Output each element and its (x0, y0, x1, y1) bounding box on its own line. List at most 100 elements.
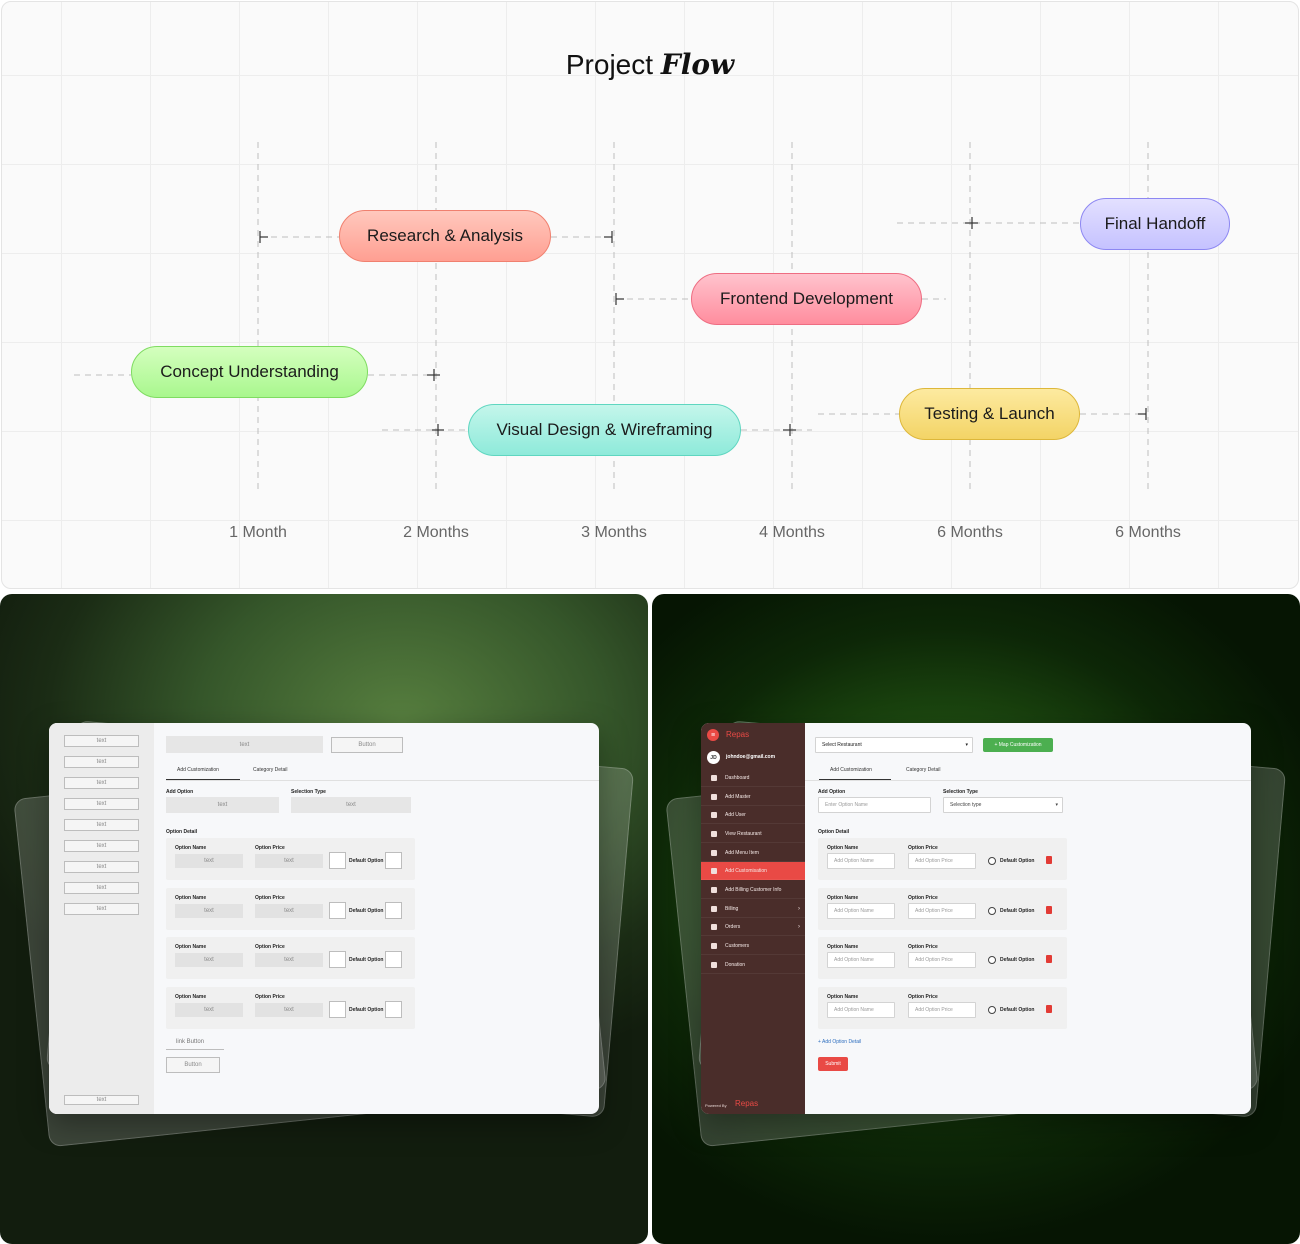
wf-nav-item[interactable]: text (64, 819, 139, 831)
wf-submit-button[interactable]: Button (166, 1057, 220, 1073)
wireframe-sidebar: text text text text text text text text … (49, 723, 154, 1114)
wf-label-selection-type: Selection Type (291, 789, 326, 795)
select-restaurant[interactable]: Select Restaurant ▾ (815, 737, 973, 753)
sidebar-item-orders[interactable]: Orders› (701, 918, 805, 936)
sidebar-item-donation[interactable]: Donation (701, 956, 805, 974)
wf-button[interactable]: Button (331, 737, 403, 753)
wf-delete-box[interactable] (385, 1001, 402, 1018)
submit-button[interactable]: Submit (818, 1057, 848, 1071)
wf-nav-item[interactable]: text (64, 777, 139, 789)
wf-checkbox[interactable] (329, 852, 346, 869)
add-option-input[interactable]: Enter Option Name (818, 797, 931, 813)
option-name-input[interactable]: Add Option Name (827, 1002, 895, 1018)
wf-checkbox[interactable] (329, 951, 346, 968)
label-option-price: Option Price (908, 845, 938, 851)
trash-icon[interactable] (1046, 856, 1052, 864)
user-add-icon (711, 811, 717, 818)
wf-delete-box[interactable] (385, 902, 402, 919)
wf-checkbox[interactable] (329, 902, 346, 919)
sidebar-item-label: Orders (725, 923, 741, 930)
tab-indicator (819, 779, 891, 780)
sidebar-item-billing[interactable]: Billing› (701, 900, 805, 918)
sidebar-item-add-customisation[interactable]: Add Customisation (701, 862, 805, 880)
wf-option-price-input[interactable]: text (255, 854, 323, 868)
sidebar-item-label: Donation (725, 961, 746, 968)
sidebar-item-view-restaurant[interactable]: View Restaurant (701, 825, 805, 843)
option-name-input[interactable]: Add Option Name (827, 903, 895, 919)
phase-testing: Testing & Launch (899, 388, 1080, 440)
selection-type-value: Selection type (950, 802, 982, 808)
wf-selection-type[interactable]: text (291, 797, 411, 813)
tab-add-customization[interactable]: Add Customization (830, 767, 872, 773)
wf-option-name-input[interactable]: text (175, 953, 243, 967)
label-option-detail: Option Detail (818, 829, 850, 835)
avatar: JD (707, 751, 720, 764)
wf-select[interactable]: text (166, 736, 323, 753)
wf-delete-box[interactable] (385, 852, 402, 869)
sidebar-item-label: View Restaurant (725, 830, 762, 837)
wf-option-name-input[interactable]: text (175, 904, 243, 918)
default-option-radio[interactable] (988, 1006, 996, 1014)
wf-delete-box[interactable] (385, 951, 402, 968)
wf-label-option-price: Option Price (255, 944, 285, 950)
label-default-option: Default Option (1000, 858, 1035, 864)
dashboard-icon (711, 774, 717, 781)
option-price-input[interactable]: Add Option Price (908, 1002, 976, 1018)
sidebar-item-customers[interactable]: Customers (701, 937, 805, 955)
sidebar-item-add-master[interactable]: Add Master (701, 788, 805, 806)
option-price-input[interactable]: Add Option Price (908, 853, 976, 869)
menu-icon[interactable]: ≡ (707, 729, 719, 741)
label-option-name: Option Name (827, 944, 859, 950)
add-option-detail-link[interactable]: + Add Option Detail (818, 1039, 862, 1045)
wf-label-default-option: Default Option (349, 858, 384, 864)
wf-option-price-input[interactable]: text (255, 904, 323, 918)
wf-nav-item[interactable]: text (64, 840, 139, 852)
trash-icon[interactable] (1046, 1005, 1052, 1013)
wf-label-default-option: Default Option (349, 957, 384, 963)
wf-option-price-input[interactable]: text (255, 1003, 323, 1017)
wf-option-name-input[interactable]: text (175, 854, 243, 868)
flow-title-strong: Flow (660, 48, 735, 81)
default-option-radio[interactable] (988, 907, 996, 915)
selection-type-select[interactable]: Selection type ▾ (943, 797, 1063, 813)
wf-tab-add-customization[interactable]: Add Customization (177, 767, 219, 773)
option-price-input[interactable]: Add Option Price (908, 903, 976, 919)
sidebar-item-dashboard[interactable]: Dashboard (701, 769, 805, 787)
wf-label-option-name: Option Name (175, 845, 207, 851)
wf-nav-item[interactable]: text (64, 903, 139, 915)
wf-label-default-option: Default Option (349, 908, 384, 914)
sidebar-item-label: Add Menu Item (725, 849, 759, 856)
wf-checkbox[interactable] (329, 1001, 346, 1018)
default-option-radio[interactable] (988, 956, 996, 964)
trash-icon[interactable] (1046, 906, 1052, 914)
sidebar-item-add-billing-customer-info[interactable]: Add Billing Customer Info (701, 881, 805, 899)
wf-add-option-input[interactable]: text (166, 797, 279, 813)
wf-nav-item[interactable]: text (64, 756, 139, 768)
option-name-input[interactable]: Add Option Name (827, 952, 895, 968)
map-customization-button[interactable]: + Map Customization (983, 738, 1053, 752)
sidebar-item-label: Dashboard (725, 774, 750, 781)
sidebar-item-add-menu-item[interactable]: Add Menu Item (701, 844, 805, 862)
option-name-input[interactable]: Add Option Name (827, 853, 895, 869)
wf-nav-item[interactable]: text (64, 735, 139, 747)
wf-tab-category-detail[interactable]: Category Detail (253, 767, 288, 773)
label-option-price: Option Price (908, 895, 938, 901)
trash-icon[interactable] (1046, 955, 1052, 963)
default-option-radio[interactable] (988, 857, 996, 865)
label-default-option: Default Option (1000, 957, 1035, 963)
wf-option-price-input[interactable]: text (255, 953, 323, 967)
label-option-price: Option Price (908, 944, 938, 950)
option-price-input[interactable]: Add Option Price (908, 952, 976, 968)
billing-icon (711, 905, 717, 912)
sidebar-item-label: Customers (725, 942, 750, 949)
tab-category-detail[interactable]: Category Detail (906, 767, 941, 773)
sidebar-item-add-user[interactable]: Add User (701, 806, 805, 824)
wf-nav-item[interactable]: text (64, 882, 139, 894)
phase-frontend: Frontend Development (691, 273, 922, 325)
wf-option-name-input[interactable]: text (175, 1003, 243, 1017)
wf-link-button[interactable]: link Button (176, 1039, 205, 1045)
wf-nav-item[interactable]: text (64, 861, 139, 873)
wf-nav-item[interactable]: text (64, 798, 139, 810)
customers-icon (711, 942, 717, 949)
